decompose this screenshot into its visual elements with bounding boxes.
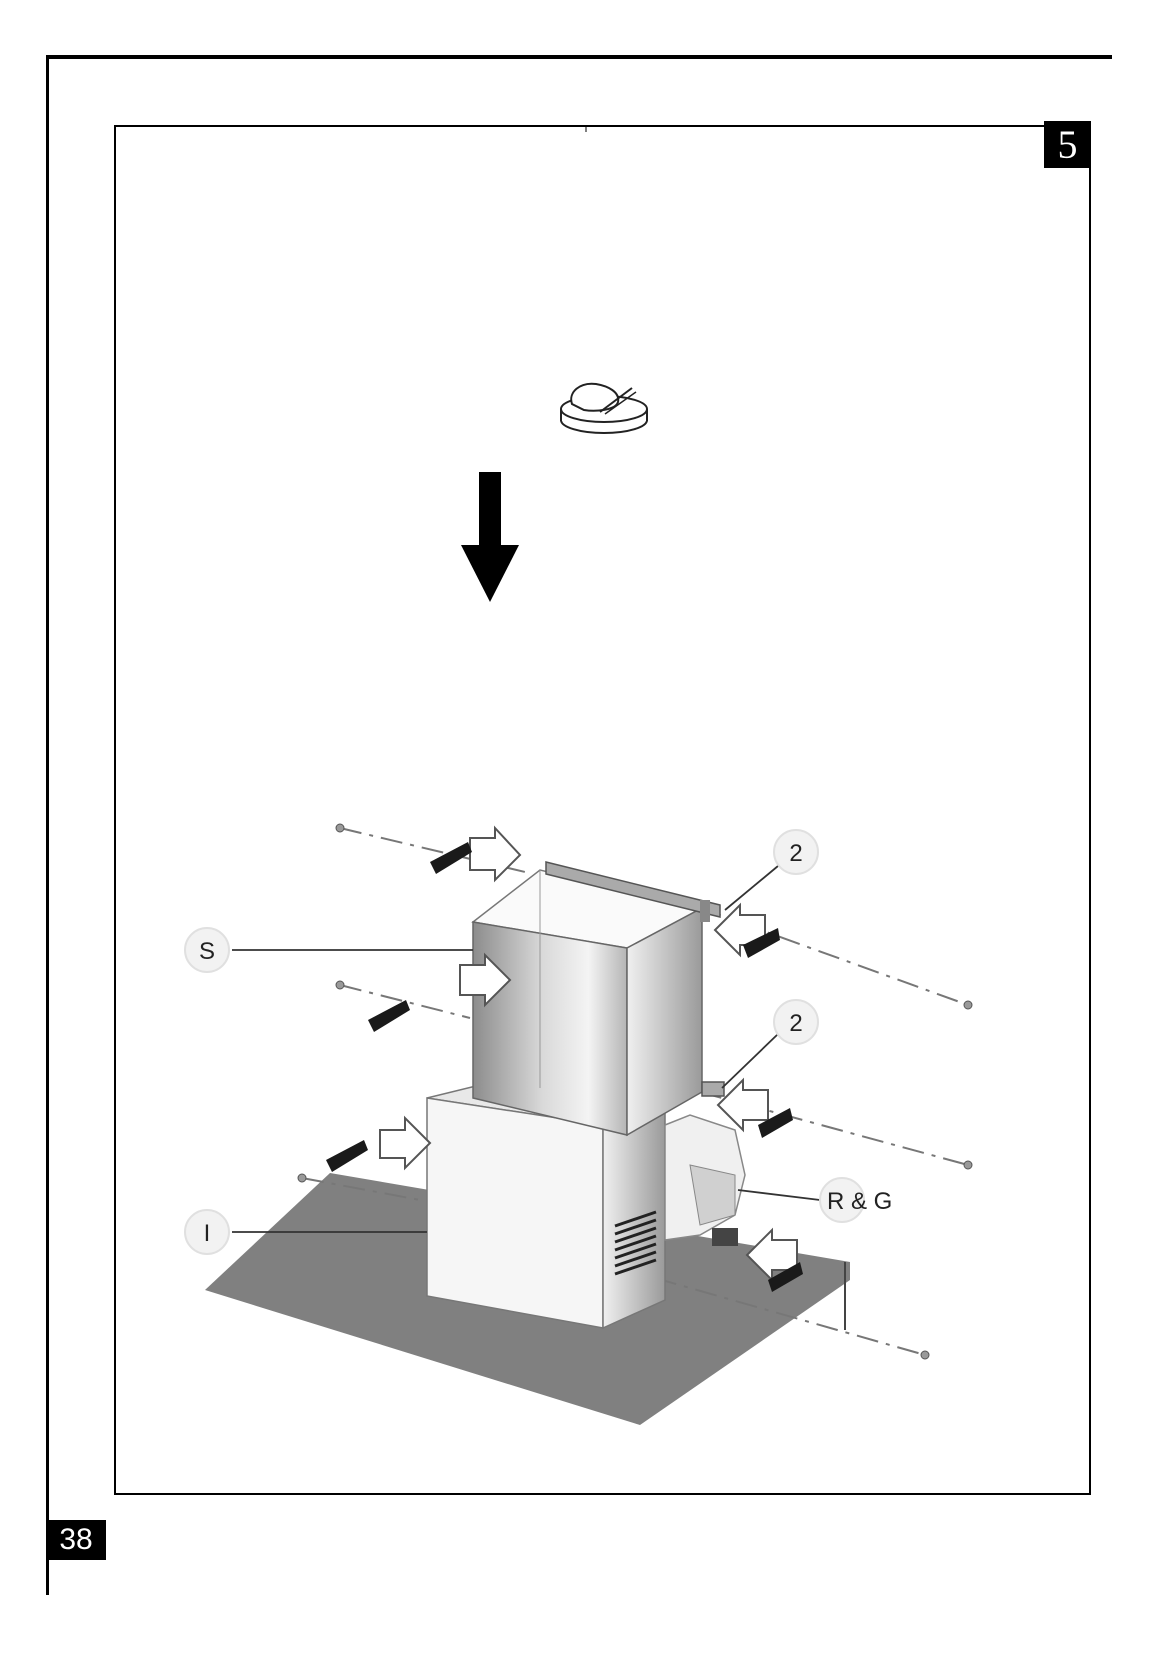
outer-chimney [471, 869, 705, 1137]
duct-adapter [664, 1114, 746, 1246]
callout-s-label: S [199, 938, 215, 965]
callout-rg-bubble [819, 1177, 865, 1223]
callout-bracket-upper-bubble [773, 829, 819, 875]
screws [297, 823, 973, 1360]
callout-i-label: I [204, 1220, 211, 1247]
bracket-lower [701, 1081, 725, 1097]
bracket-upper [545, 861, 721, 922]
direction-arrows [379, 825, 798, 1283]
page-number: 38 [46, 1520, 106, 1560]
callout-leaders [232, 865, 821, 1233]
callout-s-bubble [184, 927, 230, 973]
callout-bracket-lower-bubble [773, 999, 819, 1045]
step-number-badge: 5 [1044, 121, 1091, 168]
fixing-pads [326, 842, 803, 1292]
page-left-rule [46, 55, 49, 1595]
callout-bracket-upper-label: 2 [789, 840, 802, 867]
hand-pressure-icon [560, 382, 648, 434]
figure-frame [114, 125, 1091, 1495]
callout-rg-label: R & G [827, 1188, 892, 1215]
callout-bracket-lower-label: 2 [789, 1010, 802, 1037]
callout-i-bubble [184, 1209, 230, 1255]
down-arrow-icon [461, 472, 519, 602]
page-top-rule [46, 55, 1112, 59]
